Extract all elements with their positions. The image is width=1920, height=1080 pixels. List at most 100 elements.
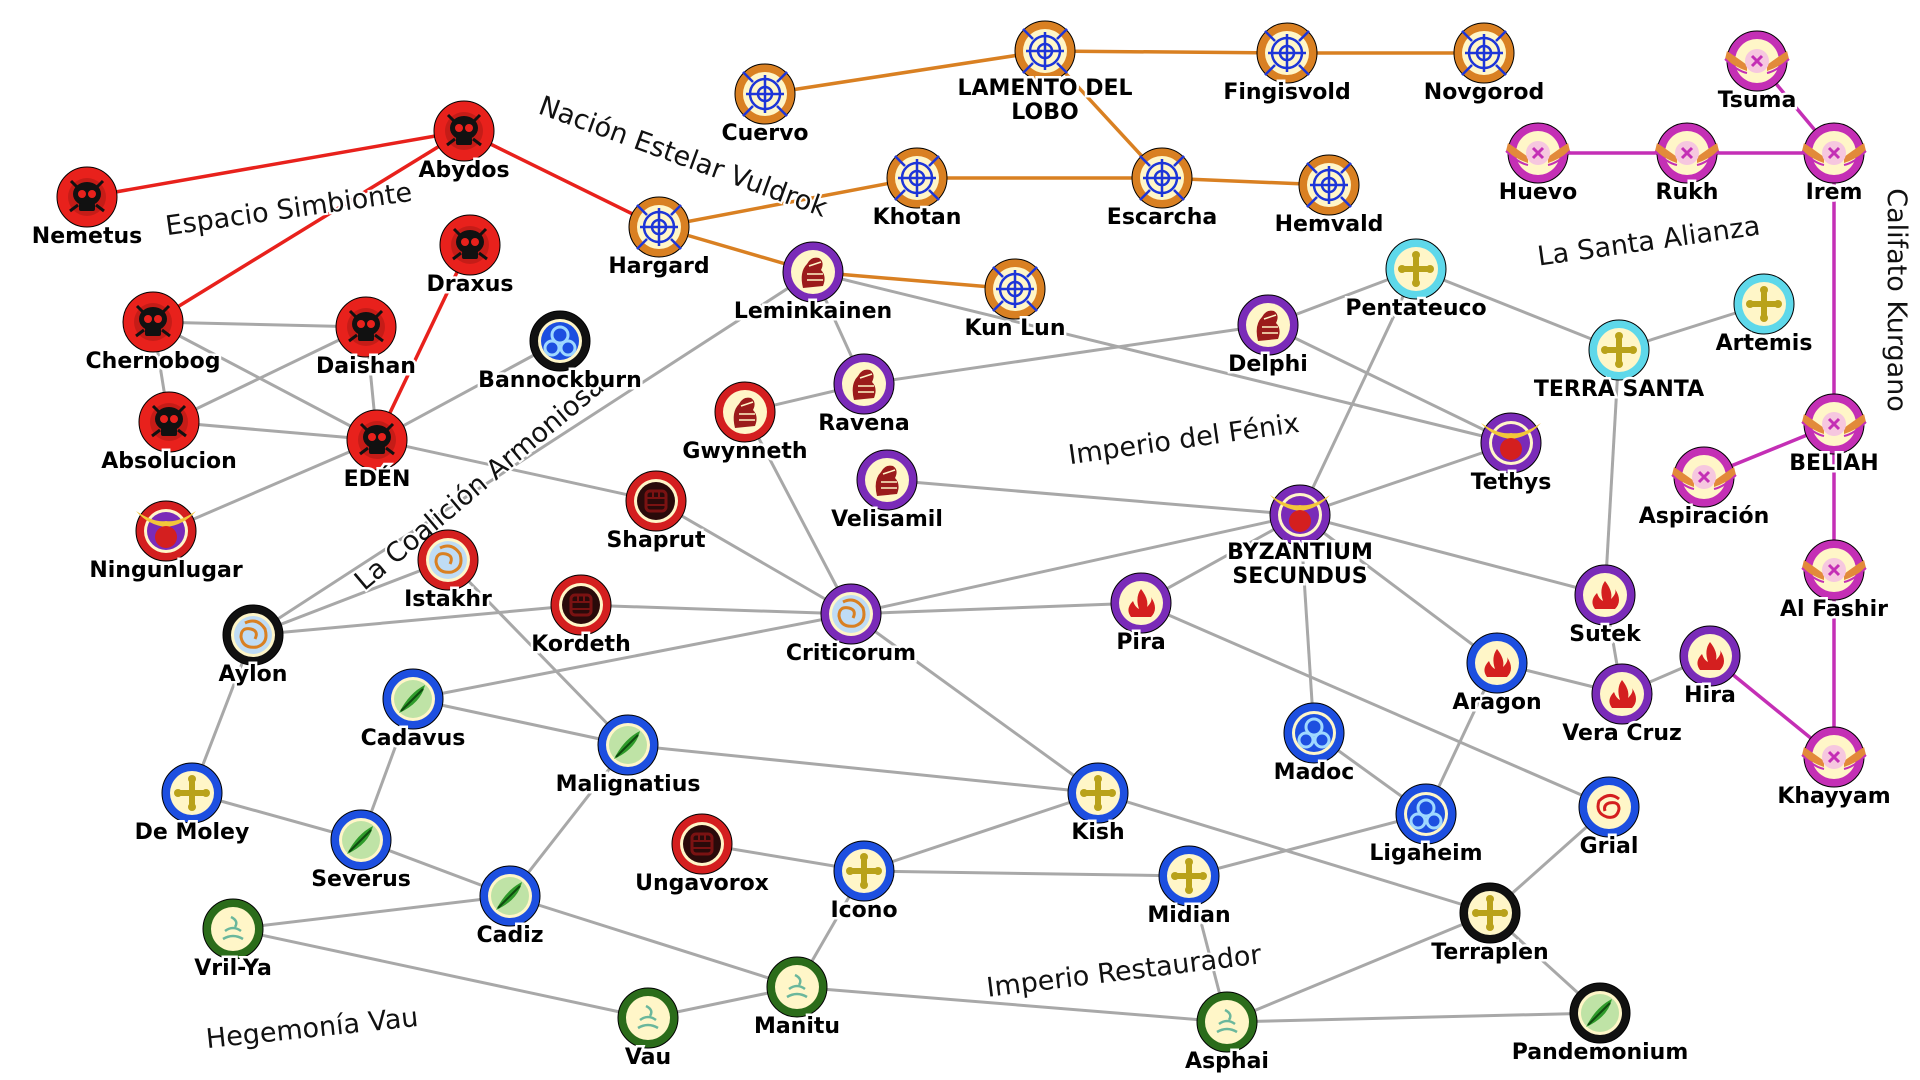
world-node-manitu[interactable]: Manitu [751,956,843,1042]
world-node-daishan[interactable]: Daishan [314,296,418,382]
link-aylon-kordeth [252,603,582,637]
world-node-shaprut[interactable]: Shaprut [604,470,709,556]
world-node-severus[interactable]: Severus [309,809,413,895]
world-node-aragon[interactable]: Aragon [1450,632,1544,718]
world-node-terrasanta[interactable]: TERRA SANTA [1531,319,1707,405]
world-node-novgorod[interactable]: Novgorod [1421,22,1547,108]
link-pira-grial [1140,601,1610,809]
world-node-hargard[interactable]: Hargard [606,196,712,282]
world-node-pentateuco[interactable]: Pentateuco [1343,238,1489,324]
world-node-hira[interactable]: Hira [1679,625,1741,711]
world-node-delphi[interactable]: Delphi [1226,294,1310,380]
world-node-fingisvold[interactable]: Fingisvold [1221,22,1353,108]
world-node-terraplen[interactable]: Terraplen [1429,882,1551,968]
world-node-huevo[interactable]: Huevo [1496,122,1580,208]
world-node-ravena[interactable]: Ravena [816,353,912,439]
world-node-rukh[interactable]: Rukh [1653,122,1721,208]
world-label: Absolucion [101,449,237,474]
world-label: Hira [1684,683,1736,708]
world-label: Abydos [418,158,509,183]
world-node-tethys[interactable]: Tethys [1468,412,1554,498]
world-node-nemetus[interactable]: Nemetus [29,166,145,252]
world-node-alfashir[interactable]: Al Fashir [1778,539,1891,625]
link-lamento-fingisvold [1044,49,1288,55]
world-node-icono[interactable]: Icono [828,840,900,926]
faction-label-simbionte: Espacio Simbionte [164,177,415,242]
link-malignatius-cadiz [508,744,630,897]
world-node-istakhr[interactable]: Istakhr [402,529,495,615]
world-node-malignatius[interactable]: Malignatius [553,714,703,800]
world-node-irem[interactable]: Irem [1800,122,1868,208]
world-node-absolucion[interactable]: Absolucion [99,391,239,477]
world-node-cuervo[interactable]: Cuervo [719,63,811,149]
leaf-icon [341,820,381,860]
link-abydos-hargard [463,129,660,229]
world-node-gwynneth[interactable]: Gwynneth [680,381,810,467]
world-node-velisamil[interactable]: Velisamil [829,449,945,535]
link-abydos-chernobog [152,129,465,324]
world-node-ligaheim[interactable]: Ligaheim [1367,783,1485,869]
faction-label-santa-alianza: La Santa Alianza [1535,211,1762,273]
world-node-asphai[interactable]: Asphai [1183,991,1271,1077]
world-node-aspiracion[interactable]: Aspiración [1636,446,1772,532]
skull-icon [449,224,491,266]
world-node-bannockburn[interactable]: Bannockburn [476,310,644,396]
world-node-madoc[interactable]: Madoc [1271,702,1357,788]
world-node-aylon[interactable]: Aylon [216,604,290,690]
fist-icon [681,823,723,865]
world-node-vau[interactable]: Vau [617,987,679,1073]
world-node-kordeth[interactable]: Kordeth [529,574,633,660]
link-byzantium-aragon [1299,513,1498,665]
world-label: Chernobog [86,349,221,374]
world-node-pira[interactable]: Pira [1110,572,1172,658]
world-node-midian[interactable]: Midian [1145,845,1233,931]
world-node-eden[interactable]: EDÉN [341,409,413,495]
world-label: Gwynneth [682,439,807,464]
world-node-tsuma[interactable]: Tsuma [1715,30,1799,116]
compass-icon [1263,29,1311,77]
world-node-kish[interactable]: Kish [1067,762,1129,848]
world-node-draxus[interactable]: Draxus [424,214,516,300]
world-node-leminkainen[interactable]: Leminkainen [731,241,895,327]
world-node-kunlun[interactable]: Kun Lun [962,258,1068,344]
world-node-pandemonium[interactable]: Pandemonium [1509,982,1691,1068]
world-node-ningunlugar[interactable]: Ningunlugar [87,500,245,586]
world-label: Hemvald [1275,212,1384,237]
world-node-veracruz[interactable]: Vera Cruz [1560,663,1684,749]
griffin-icon [867,460,907,500]
world-label: Kish [1071,820,1124,845]
link-leminkainen-tethys [812,270,1512,445]
world-node-khayyam[interactable]: Khayyam [1775,726,1893,812]
world-node-demoley[interactable]: De Moley [132,762,252,848]
world-node-escarcha[interactable]: Escarcha [1104,147,1220,233]
world-node-artemis[interactable]: Artemis [1713,273,1815,359]
world-label: Pira [1116,630,1165,655]
link-leminkainen-aylon [252,270,814,637]
world-node-hemvald[interactable]: Hemvald [1272,154,1386,240]
link-criticorum-cadavus [412,612,852,701]
world-label: TERRA SANTA [1534,377,1704,402]
world-label: Istakhr [404,587,492,612]
world-node-beliah[interactable]: BELIAH [1787,393,1881,479]
world-label: Irem [1806,180,1863,205]
world-node-cadavus[interactable]: Cadavus [358,668,468,754]
world-node-cadiz[interactable]: Cadiz [474,865,546,951]
world-node-grial[interactable]: Grial [1577,776,1641,862]
link-asphai-pandemonium [1226,1011,1601,1024]
link-terrasanta-sutek [1603,349,1621,596]
world-label: Khayyam [1777,784,1890,809]
world-node-vrilya[interactable]: Vril-Ya [192,898,274,984]
link-kish-icono [863,791,1099,873]
swirl-icon [1588,786,1630,828]
sun-icon [232,614,274,656]
world-node-chernobog[interactable]: Chernobog [83,291,223,377]
world-node-criticorum[interactable]: Criticorum [783,583,919,669]
world-node-ungavorox[interactable]: Ungavorox [633,813,771,899]
world-node-khotan[interactable]: Khotan [870,147,964,233]
world-node-sutek[interactable]: Sutek [1567,564,1645,650]
world-node-abydos[interactable]: Abydos [416,100,512,186]
